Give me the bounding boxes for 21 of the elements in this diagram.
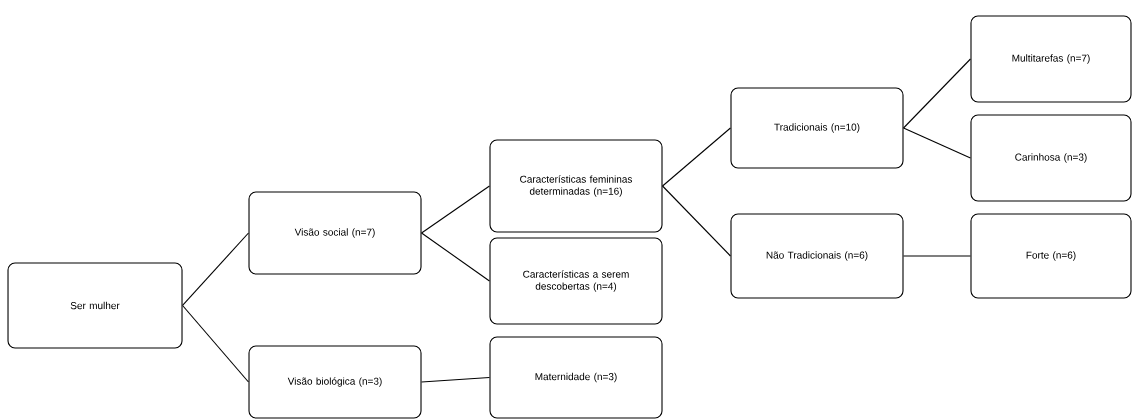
connector-line xyxy=(182,232,249,307)
connector-line xyxy=(662,127,731,187)
category-box: Características femininas determinadas (n=16) xyxy=(489,139,663,233)
category-box: Visão social (n=7) xyxy=(248,191,422,275)
category-box: Tradicionais (n=10) xyxy=(730,87,904,169)
category-box: Ser mulher xyxy=(7,262,183,349)
connector-line xyxy=(421,185,490,234)
category-box: Visão biológica (n=3) xyxy=(248,345,422,419)
connector-line xyxy=(662,185,731,257)
connector-line xyxy=(421,376,490,383)
connector-line xyxy=(903,255,971,257)
category-box: Carinhosa (n=3) xyxy=(970,114,1132,202)
category-box: Multitarefas (n=7) xyxy=(970,15,1132,103)
connector-line xyxy=(903,58,971,129)
category-box: Maternidade (n=3) xyxy=(489,336,663,419)
category-box: Não Tradicionais (n=6) xyxy=(730,213,904,299)
connector-line xyxy=(182,304,249,383)
category-box: Forte (n=6) xyxy=(970,213,1132,299)
connector-line xyxy=(421,232,490,282)
category-box: Características a serem descobertas (n=4) xyxy=(489,237,663,325)
connector-line xyxy=(903,127,971,159)
